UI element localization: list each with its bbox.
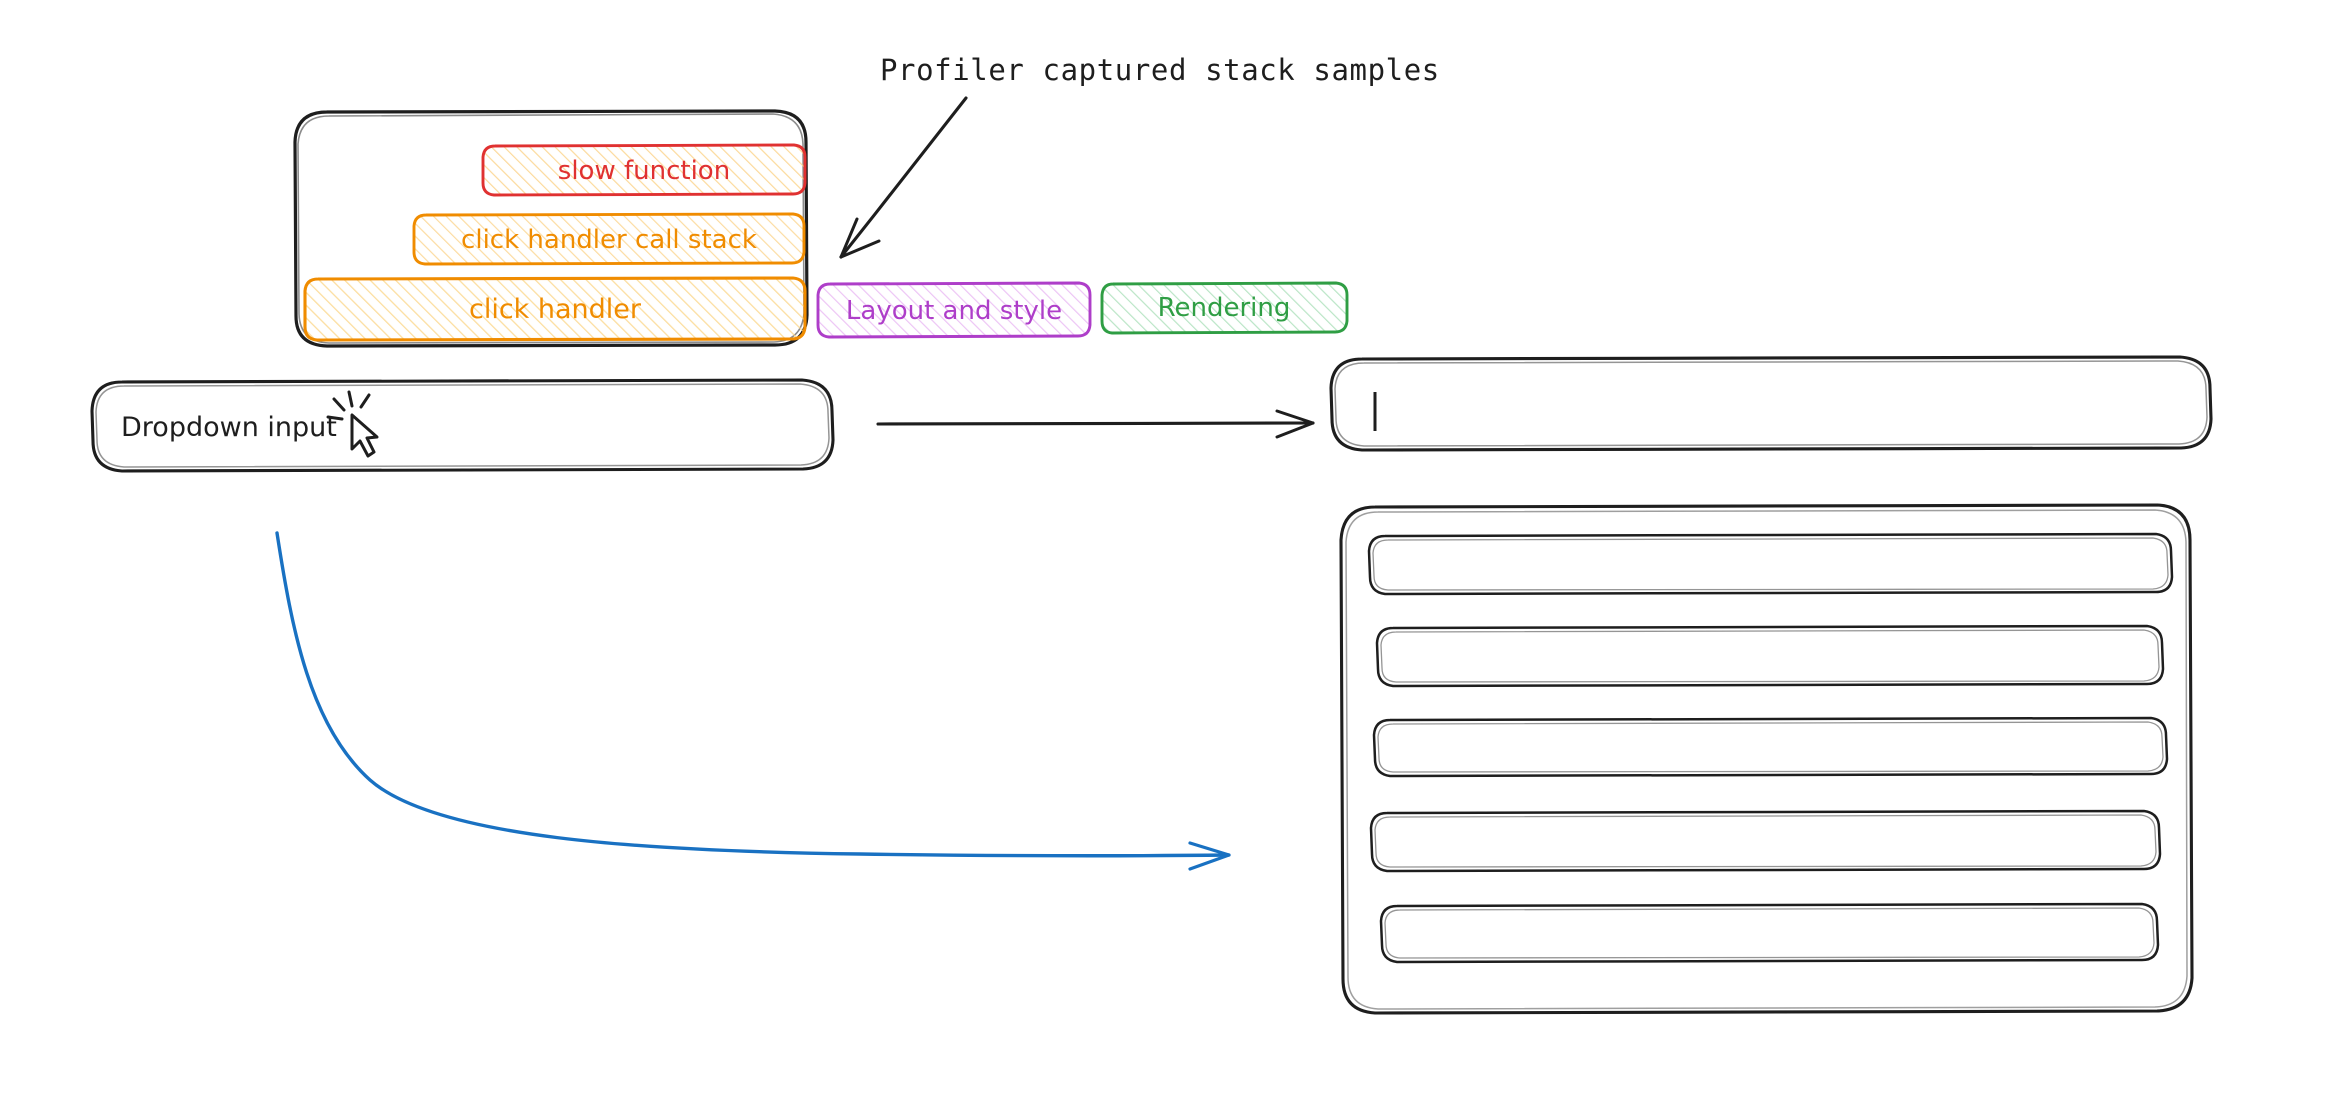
dropdown-input[interactable]: Dropdown input	[90, 378, 835, 473]
input-to-search-arrow	[876, 409, 1315, 439]
flamegraph-frame-label: Rendering	[1158, 293, 1291, 323]
flamegraph-frame-rendering[interactable]: Rendering	[1100, 281, 1349, 335]
flamegraph-frame-label: slow function	[558, 156, 730, 186]
flamegraph-frame-layout-and-style[interactable]: Layout and style	[816, 281, 1092, 339]
profiler-frame-container	[293, 109, 809, 348]
list-item[interactable]	[1367, 532, 2174, 596]
performance-decay-curve	[275, 531, 1231, 871]
list-item[interactable]	[1379, 902, 2160, 964]
dropdown-options-panel	[1339, 503, 2194, 1015]
flamegraph-frame-click-handler[interactable]: click handler	[303, 276, 807, 342]
flamegraph-frame-slow-function[interactable]: slow function	[481, 143, 807, 197]
search-input[interactable]	[1329, 355, 2213, 452]
list-item[interactable]	[1369, 809, 2162, 873]
click-cursor-icon	[326, 390, 379, 458]
flamegraph-frame-click-handler-call-stack[interactable]: click handler call stack	[412, 212, 806, 266]
flamegraph-frame-label: click handler call stack	[461, 225, 757, 255]
flamegraph-frame-label: click handler	[469, 294, 642, 325]
dropdown-input-label: Dropdown input	[121, 412, 337, 443]
flamegraph-frame-label: Layout and style	[846, 296, 1062, 326]
list-item[interactable]	[1372, 716, 2169, 778]
annotation-pointer-arrow	[839, 96, 968, 259]
annotation-label: Profiler captured stack samples	[880, 53, 1440, 87]
list-item[interactable]	[1375, 624, 2165, 688]
